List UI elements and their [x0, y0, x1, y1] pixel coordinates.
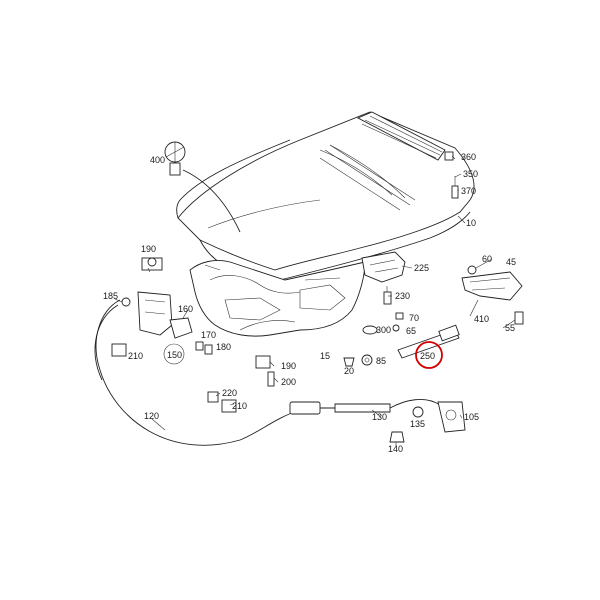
handle-210-left[interactable] — [111, 343, 127, 357]
callout-65: 65 — [406, 326, 416, 336]
callout-370: 370 — [461, 186, 476, 196]
latch-105[interactable] — [437, 401, 466, 433]
callout-150: 150 — [167, 350, 182, 360]
latch-bracket-225[interactable] — [361, 251, 406, 283]
callout-15: 15 — [320, 351, 330, 361]
callout-45: 45 — [506, 257, 516, 267]
callout-170: 170 — [201, 330, 216, 340]
callout-10: 10 — [466, 218, 476, 228]
callout-140: 140 — [388, 444, 403, 454]
washer-65[interactable] — [392, 324, 400, 332]
leader-line-400 — [182, 169, 241, 233]
callout-60: 60 — [482, 254, 492, 264]
hood-inner-liner[interactable] — [189, 259, 366, 337]
lock-210[interactable] — [221, 399, 237, 413]
lock-190[interactable] — [255, 355, 271, 369]
bolt-60[interactable] — [467, 265, 477, 275]
cable-connector[interactable] — [289, 401, 345, 415]
callout-190-top: 190 — [141, 244, 156, 254]
washer-185[interactable] — [121, 297, 131, 307]
callout-250: 250 — [420, 351, 435, 361]
bolt-200[interactable] — [267, 371, 275, 387]
callout-360: 360 — [461, 152, 476, 162]
clip-170[interactable] — [195, 341, 204, 351]
callout-350: 350 — [463, 169, 478, 179]
callout-120: 120 — [144, 411, 159, 421]
clip-135[interactable] — [412, 406, 424, 418]
bolt-230[interactable] — [383, 286, 392, 305]
callout-labels: 400 360 350 370 10 190 225 60 45 185 230… — [103, 152, 516, 454]
bracket-220[interactable] — [207, 391, 219, 403]
callout-410: 410 — [474, 314, 489, 324]
bracket-190[interactable] — [141, 257, 163, 271]
release-lever-bracket[interactable] — [137, 291, 173, 336]
cable-130[interactable] — [334, 398, 441, 413]
callout-225: 225 — [414, 263, 429, 273]
highlight-circle-250 — [415, 341, 443, 369]
callout-70: 70 — [409, 313, 419, 323]
callout-400: 400 — [150, 155, 165, 165]
callout-190-bottom: 190 — [281, 361, 296, 371]
callout-85: 85 — [376, 356, 386, 366]
nut-85[interactable] — [361, 354, 373, 366]
clip-20[interactable] — [343, 357, 355, 367]
callout-200: 200 — [281, 377, 296, 387]
callout-150-circle — [163, 343, 185, 365]
callout-180: 180 — [216, 342, 231, 352]
callout-55: 55 — [505, 323, 515, 333]
callout-160: 160 — [178, 304, 193, 314]
callout-105: 105 — [464, 412, 479, 422]
callout-20: 20 — [344, 366, 354, 376]
hood-panel[interactable] — [176, 111, 475, 281]
callout-130: 130 — [372, 412, 387, 422]
bolt-370[interactable] — [451, 176, 459, 199]
bolt-55[interactable] — [514, 311, 524, 325]
callout-210-left: 210 — [128, 351, 143, 361]
clip-180[interactable] — [204, 344, 213, 355]
callout-230: 230 — [395, 291, 410, 301]
callout-300: 300 — [376, 325, 391, 335]
clip-140[interactable] — [389, 431, 405, 443]
hood-hinge-45[interactable] — [461, 271, 523, 301]
leader-lines — [114, 155, 516, 446]
gas-strut-250[interactable] — [397, 324, 460, 359]
lever-160[interactable] — [169, 317, 193, 339]
callout-220: 220 — [222, 388, 237, 398]
clip-70[interactable] — [395, 312, 404, 320]
callout-210-bottom: 210 — [232, 401, 247, 411]
clip-360[interactable] — [444, 151, 454, 161]
callout-135: 135 — [410, 419, 425, 429]
star-emblem[interactable] — [164, 141, 186, 176]
callout-185: 185 — [103, 291, 118, 301]
grommet-300[interactable] — [362, 325, 378, 335]
